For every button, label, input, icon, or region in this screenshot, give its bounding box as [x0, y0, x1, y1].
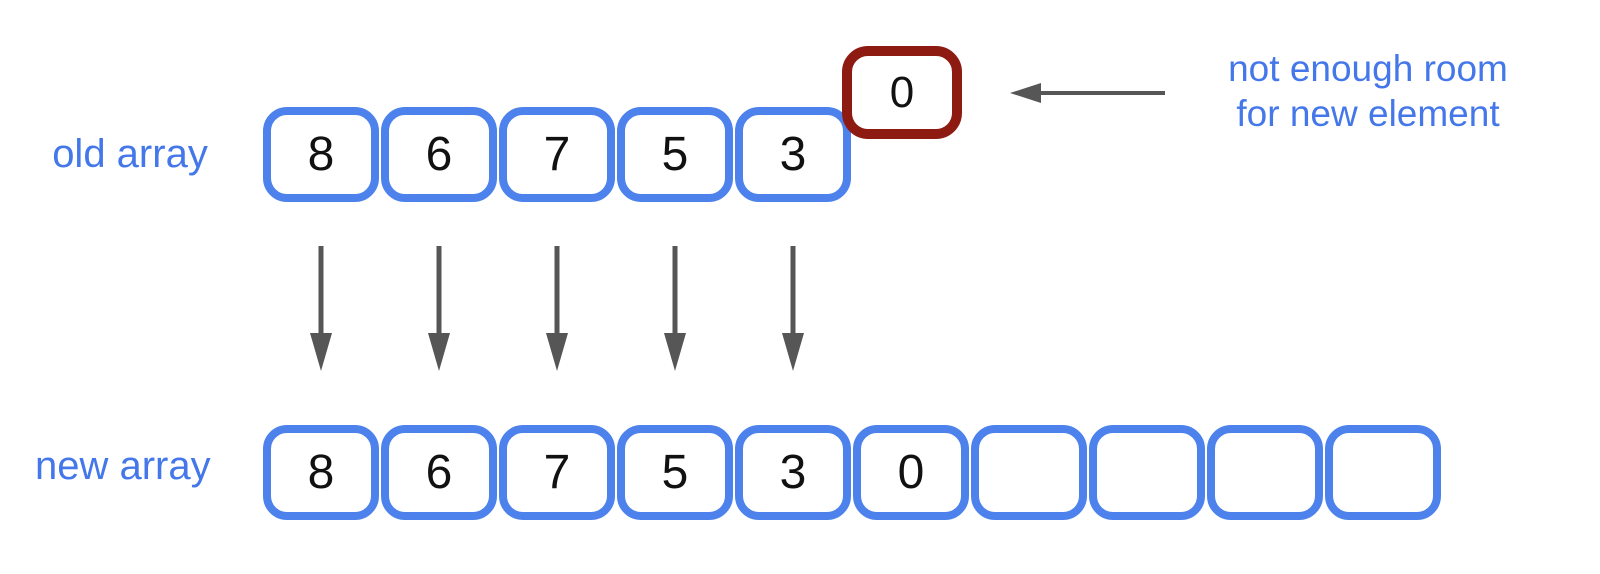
- overflow-cell: 0: [842, 46, 962, 139]
- array-cell: 5: [617, 107, 733, 202]
- array-cell: 3: [735, 425, 851, 520]
- array-cell: [1089, 425, 1205, 520]
- array-cell: 7: [499, 425, 615, 520]
- array-cell: 6: [381, 425, 497, 520]
- new-array: 8 6 7 5 3 0: [263, 425, 1441, 520]
- annotation: not enough room for new element: [1168, 46, 1568, 136]
- array-cell: 6: [381, 107, 497, 202]
- array-cell: [971, 425, 1087, 520]
- down-arrow-icon: [664, 246, 686, 371]
- array-cell: [1325, 425, 1441, 520]
- array-cell: 8: [263, 425, 379, 520]
- new-array-label: new array: [35, 444, 211, 488]
- down-arrow-icon: [546, 246, 568, 371]
- old-array: 8 6 7 5 3: [263, 107, 851, 202]
- down-arrow-icon: [428, 246, 450, 371]
- array-cell: 7: [499, 107, 615, 202]
- annotation-line-2: for new element: [1236, 93, 1500, 134]
- array-cell: 5: [617, 425, 733, 520]
- array-cell: 8: [263, 107, 379, 202]
- array-cell: 0: [853, 425, 969, 520]
- array-cell: [1207, 425, 1323, 520]
- down-arrow-icon: [782, 246, 804, 371]
- annotation-line-1: not enough room: [1228, 48, 1508, 89]
- left-arrow-icon: [1010, 83, 1165, 103]
- array-cell: 3: [735, 107, 851, 202]
- down-arrow-icon: [310, 246, 332, 371]
- old-array-label: old array: [52, 132, 208, 176]
